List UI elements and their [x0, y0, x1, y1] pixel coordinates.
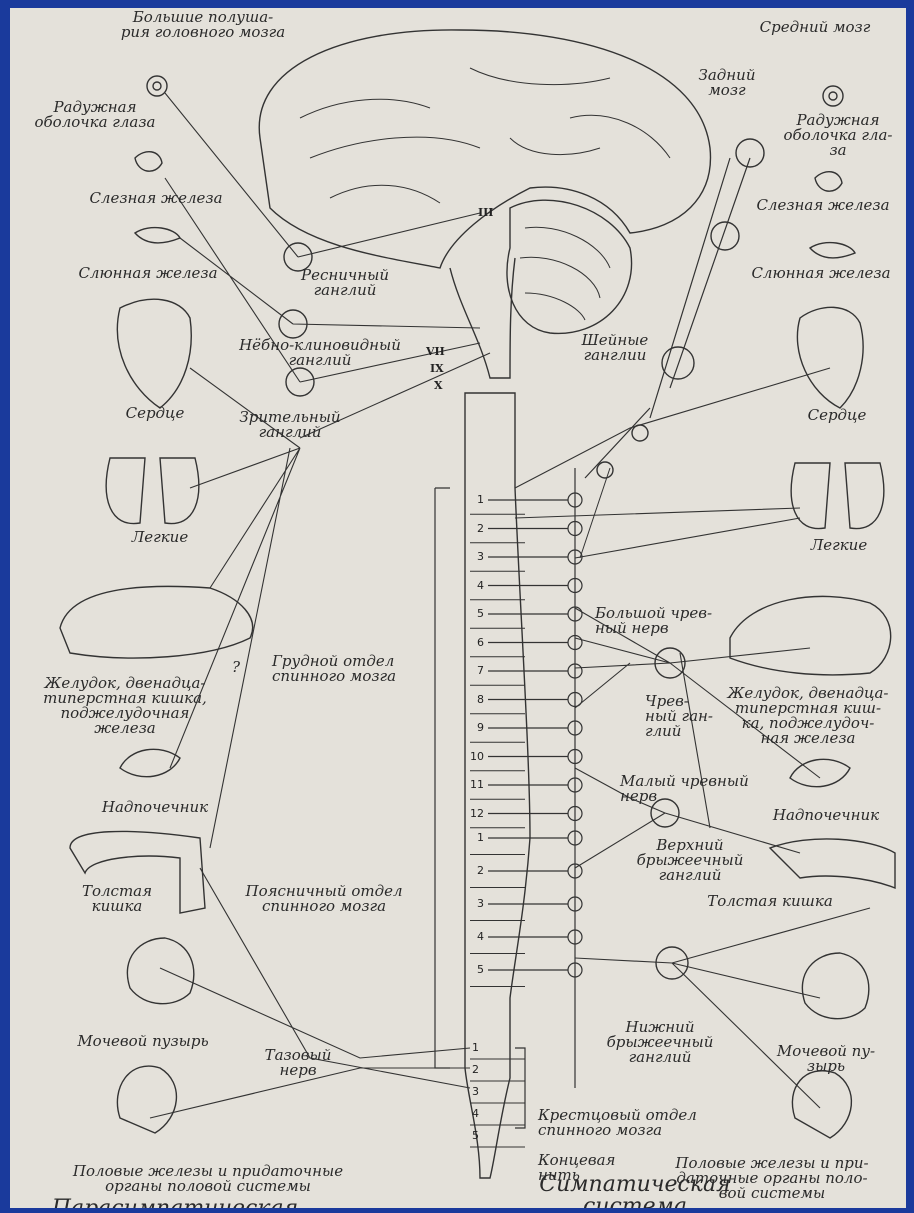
label-colon-left: Толстая кишка — [62, 884, 172, 914]
label-optic-ganglion: Зрительный ганглий — [210, 410, 370, 440]
sacral-segment-3: 3 — [455, 1085, 479, 1098]
lumbar-segment-3: 3 — [460, 897, 484, 910]
label-adrenal-right: Надпочечник — [746, 808, 906, 823]
label-heart-right: Сердце — [792, 408, 882, 423]
thoracic-segment-6: 6 — [460, 636, 484, 649]
lumbar-segment-5: 5 — [460, 963, 484, 976]
cranial-nerve-IX: IX — [430, 362, 444, 375]
label-colon-right: Толстая кишка — [670, 894, 870, 909]
heart-left — [117, 299, 191, 408]
salivary-right — [810, 243, 855, 258]
label-salivary-left: Слюнная железа — [58, 266, 238, 281]
label-sympathetic: Симпатическая система — [530, 1174, 740, 1208]
label-pelvic-nerve: Тазовый нерв — [238, 1048, 358, 1078]
genitals-right — [792, 1071, 851, 1138]
thoracic-segment-7: 7 — [460, 664, 484, 677]
label-hindbrain: Задний мозг — [672, 68, 782, 98]
thoracic-segment-11: 11 — [460, 778, 484, 791]
thoracic-segment-8: 8 — [460, 693, 484, 706]
brain-folds — [300, 68, 670, 203]
label-iris-left: Радужная оболочка глаза — [10, 100, 180, 130]
adrenal-left — [120, 749, 180, 776]
sacral-segment-2: 2 — [455, 1063, 479, 1076]
thoracic-segment-10: 10 — [460, 750, 484, 763]
label-ciliary: Ресничный ганглий — [270, 268, 420, 298]
label-parasympathetic: Парасимпатическая система — [20, 1198, 330, 1208]
label-lungs-left: Легкие — [120, 530, 200, 545]
thoracic-segment-4: 4 — [460, 579, 484, 592]
lungs-left — [106, 458, 199, 524]
salivary-left — [135, 228, 180, 243]
label-lacrimal-right: Слезная железа — [740, 198, 906, 213]
lacrimal-left — [135, 152, 162, 172]
thoracic-segment-1: 1 — [460, 493, 484, 506]
cranial-nerve-X: X — [434, 379, 443, 392]
lacrimal-right — [815, 172, 842, 192]
sacral-segment-1: 1 — [455, 1041, 479, 1054]
lumbar-segment-4: 4 — [460, 930, 484, 943]
thoracic-segment-2: 2 — [460, 522, 484, 535]
label-greater-splanchnic: Большой чрев- ный нерв — [595, 606, 735, 636]
brainstem — [450, 258, 515, 378]
label-stomach-left: Желудок, двенадца- типерстная кишка, под… — [10, 676, 240, 736]
label-adrenal-left: Надпочечник — [70, 800, 240, 815]
thoracic-segment-9: 9 — [460, 721, 484, 734]
label-question: ? — [226, 660, 246, 675]
adrenal-right — [790, 759, 850, 786]
lumbar-segment-2: 2 — [460, 864, 484, 877]
colon-right — [770, 839, 895, 888]
bladder-left — [127, 938, 193, 1004]
label-bladder-left: Мочевой пузырь — [38, 1034, 248, 1049]
label-superior-mesenteric: Верхний брыжеечный ганглий — [610, 838, 770, 883]
genitals-left — [117, 1066, 176, 1133]
label-hemispheres: Большие полуша- рия головного мозга — [88, 10, 318, 40]
thoracic-segment-3: 3 — [460, 550, 484, 563]
sacral-segment-5: 5 — [455, 1129, 479, 1142]
heart-right — [797, 307, 863, 408]
label-thoracic: Грудной отдел спинного мозга — [272, 654, 442, 684]
label-pterygopalatine: Нёбно-клиновидный ганглий — [210, 338, 430, 368]
label-lungs-right: Легкие — [794, 538, 884, 553]
cranial-nerve-III: III — [478, 206, 493, 219]
brain-hemisphere — [259, 30, 710, 268]
label-inferior-mesenteric: Нижний брыжеечный ганглий — [585, 1020, 735, 1065]
cranial-nerve-VII: VII — [426, 345, 445, 358]
thoracic-segment-12: 12 — [460, 807, 484, 820]
label-lesser-splanchnic: Малый чревный нерв — [620, 774, 790, 804]
diagram-frame: Большие полуша- рия головного мозга Сред… — [10, 8, 906, 1208]
thoracic-segment-5: 5 — [460, 607, 484, 620]
stomach-left — [60, 586, 253, 658]
bladder-right — [802, 953, 868, 1019]
label-lumbar: Поясничный отдел спинного мозга — [214, 884, 434, 914]
stomach-right — [730, 596, 891, 674]
label-bladder-right: Мочевой пу- зырь — [746, 1044, 906, 1074]
sympathetic-trunk-outer — [585, 158, 750, 478]
label-genitals-left: Половые железы и придаточные органы поло… — [18, 1164, 398, 1194]
label-salivary-right: Слюнная железа — [736, 266, 906, 281]
label-sacral: Крестцовый отдел спинного мозга — [538, 1108, 738, 1138]
sacral-segment-4: 4 — [455, 1107, 479, 1120]
lungs-right — [791, 463, 884, 529]
cerebellum — [507, 200, 632, 333]
label-stomach-right: Желудок, двенадца- типерстная киш- ка, п… — [710, 686, 906, 746]
label-cervical-ganglia: Шейные ганглии — [560, 333, 670, 363]
label-midbrain: Средний мозг — [730, 20, 900, 35]
label-lacrimal-left: Слезная железа — [66, 191, 246, 206]
lumbar-segment-1: 1 — [460, 831, 484, 844]
label-heart-left: Сердце — [110, 406, 200, 421]
label-iris-right: Радужная оболочка гла- за — [770, 113, 906, 158]
nervous-system-drawing — [10, 8, 906, 1208]
